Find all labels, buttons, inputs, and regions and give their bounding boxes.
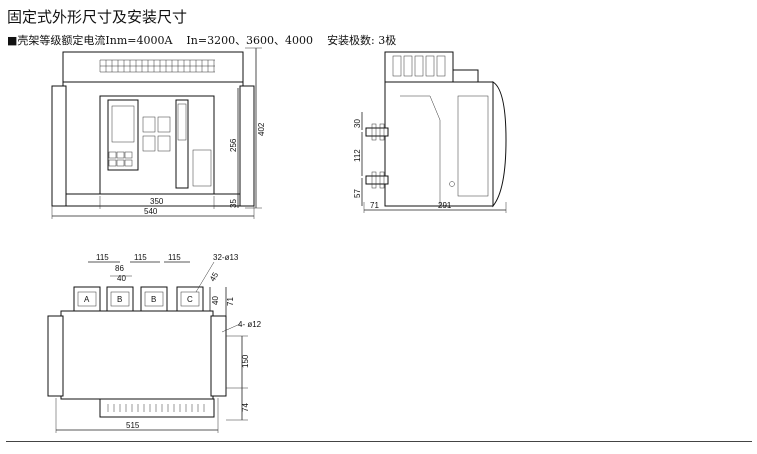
terminal-label-a: A bbox=[84, 295, 90, 304]
front-display-window bbox=[107, 99, 139, 171]
bullet-square: ■ bbox=[7, 34, 18, 47]
terminal-label-b1: B bbox=[117, 295, 122, 304]
poles-label: 安装极数: 3极 bbox=[327, 34, 397, 47]
side-top-fins bbox=[392, 55, 446, 77]
front-nameplate bbox=[192, 149, 212, 187]
front-view: 402 256 35 350 540 bbox=[51, 47, 266, 219]
front-right-plate bbox=[239, 85, 255, 207]
dim-hole-spacing: 40 bbox=[117, 274, 126, 283]
dim-offset-45: 45 bbox=[208, 270, 221, 283]
front-top-terminal-block bbox=[62, 51, 244, 83]
side-top-step bbox=[452, 69, 479, 83]
dim-mount-spacing: 150 bbox=[241, 354, 250, 368]
dim-side-body-depth: 291 bbox=[438, 201, 452, 210]
side-terminal-top bbox=[365, 123, 389, 141]
dim-side-bottom-terminal: 57 bbox=[353, 189, 362, 198]
front-handle-slot bbox=[175, 99, 189, 189]
side-terminal-bottom bbox=[365, 171, 389, 189]
rated-currents-label: In=3200、3600、4000 bbox=[186, 34, 314, 47]
dim-side-front-depth: 71 bbox=[370, 201, 379, 210]
front-indicator-2 bbox=[157, 116, 171, 133]
front-buttons bbox=[108, 151, 133, 167]
terminal-block-b2: B bbox=[140, 286, 168, 312]
terminal-block-c: C bbox=[176, 286, 204, 312]
bottom-main-body bbox=[60, 310, 214, 400]
dim-vertical-40: 40 bbox=[211, 296, 220, 305]
dim-mount-width: 515 bbox=[126, 421, 140, 430]
bottom-terminal-strip-pins bbox=[107, 404, 205, 412]
frame-current-label: 壳架等级额定电流Inm=4000A bbox=[17, 34, 173, 47]
dim-front-total-width: 540 bbox=[144, 207, 158, 216]
bottom-right-plate bbox=[210, 315, 227, 397]
dim-pitch-2: 115 bbox=[134, 253, 147, 262]
dim-bottom-offset: 74 bbox=[241, 403, 250, 412]
dim-front-inner-width: 350 bbox=[150, 197, 164, 206]
terminal-block-a: A bbox=[73, 286, 101, 312]
page-title: 固定式外形尺寸及安装尺寸 bbox=[7, 8, 188, 26]
front-terminal-pins bbox=[99, 59, 215, 73]
dim-front-inner-height: 256 bbox=[229, 138, 238, 152]
side-top-block bbox=[384, 51, 454, 83]
dim-pitch-3: 115 bbox=[168, 253, 181, 262]
dim-side-top-terminal: 30 bbox=[353, 119, 362, 128]
terminal-label-c: C bbox=[187, 295, 193, 304]
bottom-terminal-strip bbox=[99, 398, 215, 418]
dim-pitch-1: 115 bbox=[96, 253, 109, 262]
front-indicator-1 bbox=[142, 116, 156, 133]
dim-side-terminal-pitch: 112 bbox=[353, 149, 362, 162]
spec-line: ■壳架等级额定电流Inm=4000A In=3200、3600、4000 安装极数:… bbox=[7, 32, 396, 48]
terminal-block-b1: B bbox=[106, 286, 134, 312]
side-view: 30 112 57 71 291 bbox=[353, 51, 507, 213]
front-indicator-4 bbox=[157, 135, 171, 152]
front-indicator-3 bbox=[142, 135, 156, 152]
bottom-view: A B B C 115 115 115 86 40 bbox=[47, 253, 262, 433]
dim-mount-holes: 4- ø12 bbox=[238, 320, 262, 329]
side-front-cover bbox=[492, 81, 507, 208]
side-inner-contour bbox=[400, 95, 441, 206]
front-left-plate bbox=[51, 85, 67, 207]
dim-vertical-71: 71 bbox=[226, 297, 235, 306]
dim-front-total-height: 402 bbox=[257, 122, 266, 136]
side-screw bbox=[449, 181, 455, 187]
bottom-rule bbox=[6, 441, 752, 442]
terminal-label-b2: B bbox=[151, 295, 156, 304]
side-main-body bbox=[384, 81, 494, 207]
dim-front-base-offset: 35 bbox=[229, 199, 238, 208]
dim-hole-spec: 32-ø13 bbox=[213, 253, 239, 262]
dim-busbar-width: 86 bbox=[115, 264, 124, 273]
bottom-left-plate bbox=[47, 315, 64, 397]
